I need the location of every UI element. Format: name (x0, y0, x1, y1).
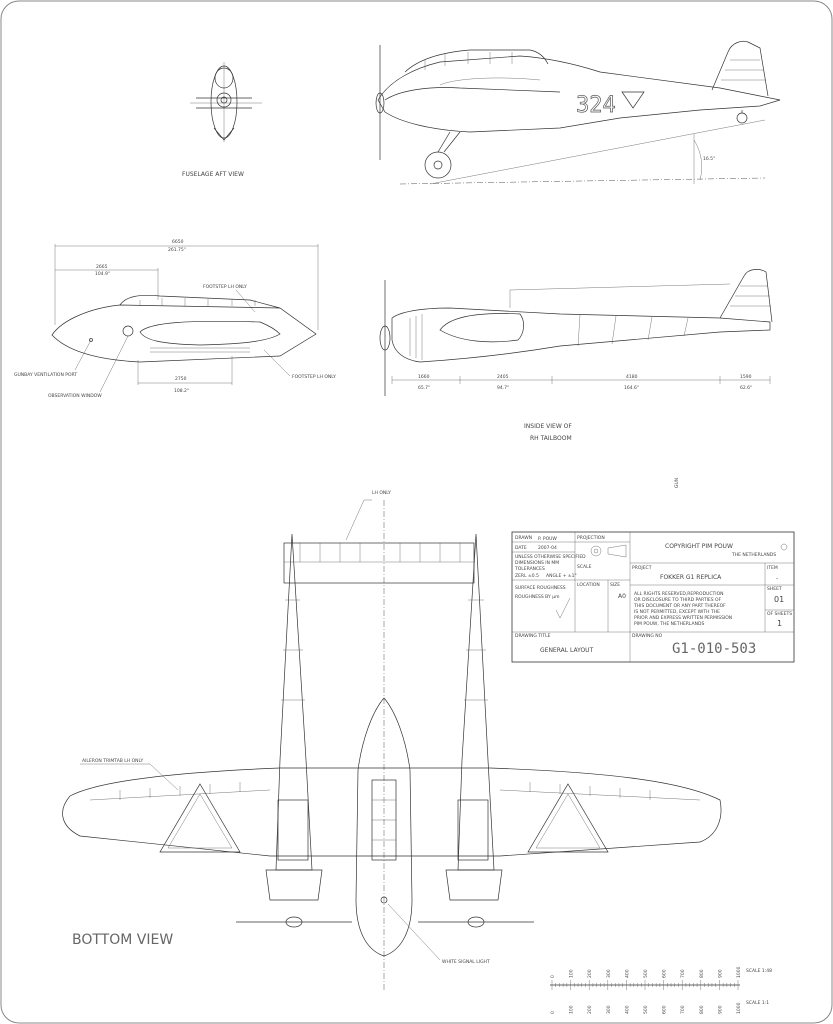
scale-tick-label-upper: 400 (624, 969, 630, 978)
tolerances: TOLERANCES (514, 566, 545, 572)
callout-aileron-trimtab: AILERON TRIMTAB LH ONLY (82, 758, 143, 764)
side-view: 16.5° 324 (375, 40, 781, 185)
callout-lh-only: LH ONLY (372, 490, 391, 496)
tail-number: 324 (576, 93, 616, 118)
of-sheets-label: OF SHEETS (767, 611, 792, 617)
country: THE NETHERLANDS (731, 552, 776, 558)
scale-tick-label-lower: 600 (662, 1005, 668, 1014)
rights-4: IS NOT PERMITTED, EXCEPT WITH THE (634, 609, 720, 615)
bottom-view-title: BOTTOM VIEW (72, 932, 173, 948)
angle-tolerance: ANGLE + ±1° (546, 573, 577, 579)
unless-note: UNLESS OTHERWISE SPECIFIED (515, 554, 586, 560)
dim-overall-in: 261.75" (168, 247, 186, 253)
project-label: PROJECT (632, 565, 652, 571)
rights-2: OR DISCLOSURE TO THIRD PARTIES OF (634, 597, 722, 603)
fuselage-side-view: 6650 261.75" 2665 104.9" 2750 108.2" FOO… (14, 239, 336, 399)
rights-5: PRIOR AND EXPRESS WRITTEN PERMISSION (634, 615, 732, 621)
copyright: COPYRIGHT PIM POUW (665, 543, 733, 550)
rights-1: ALL RIGHTS RESERVED,REPRODUCTION (634, 591, 724, 597)
tailboom-dim-2-mm: 2405 (497, 374, 509, 380)
roughness: ROUGHNESS BY μm (515, 594, 559, 600)
item-value: - (776, 575, 778, 582)
callout-gun-port: GUNBAY VENTILATION PORT (14, 372, 77, 378)
scale-tick-label-lower: 300 (606, 1005, 612, 1014)
tailboom-dim-2-in: 94.7" (497, 385, 509, 391)
drawn-label: DRAWN (515, 535, 532, 541)
scale-tick-label-upper: 0 (550, 975, 556, 978)
surface-label: SURFACE ROUGHNESS (515, 585, 566, 591)
fuselage-aft-view-title: FUSELAGE AFT VIEW (182, 171, 244, 178)
tailboom-side-view: 1660 65.7" 2405 94.7" 4180 164.6" 1590 6… (379, 269, 773, 442)
of-sheets-value: 1 (777, 619, 782, 628)
scale-tick-label-lower: 500 (643, 1005, 649, 1014)
size-value: A0 (618, 593, 626, 600)
scale-tick-label-upper: 900 (717, 969, 723, 978)
tailboom-dim-1-in: 65.7" (418, 385, 430, 391)
callout-observation-window: OBSERVATION WINDOW (48, 393, 102, 399)
title-block: DRAWN P. POUW DATE 2007-04 PROJECTION CO… (511, 531, 795, 663)
callout-white-signal-light: WHITE SIGNAL LIGHT (442, 959, 490, 965)
drawing-no-label: DRAWING NO (632, 633, 663, 639)
callout-footstep-bottom: FOOTSTEP LH ONLY (292, 374, 336, 380)
item-label: ITEM (767, 565, 778, 571)
scale-tick-label-upper: 700 (680, 969, 686, 978)
dim-bottom-mm: 2750 (175, 376, 187, 382)
scale-tick-label-upper: 300 (606, 969, 612, 978)
scale-tick-label-lower: 0 (550, 1011, 556, 1014)
ground-angle-label: 16.5° (703, 156, 715, 162)
tolerance-values: ZERL ±0.5 (515, 573, 539, 579)
projection-label: PROJECTION (577, 535, 605, 541)
dim-overall-mm: 6650 (172, 239, 184, 245)
rights-6: PIM POUW, THE NETHERLANDS (634, 621, 704, 627)
scale-2-label: SCALE 1:1 (746, 1000, 769, 1006)
scale-tick-label-lower: 200 (587, 1005, 593, 1014)
scale-tick-label-upper: 800 (699, 969, 705, 978)
project-name: FOKKER G1 REPLICA (660, 574, 722, 581)
tailboom-dim-1-mm: 1660 (418, 374, 430, 380)
scale-tick-label-lower: 100 (569, 1005, 575, 1014)
scale-tick-label-upper: 100 (569, 969, 575, 978)
scale-1-label: SCALE 1:48 (746, 968, 772, 974)
bottom-view: LH ONLY WHITE SIGNAL LIGHT AILERON TRIMT… (62, 478, 722, 990)
scale-tick-label-upper: 200 (587, 969, 593, 978)
tailboom-dim-4-in: 62.6" (740, 385, 752, 391)
sheet-value: 01 (774, 595, 784, 604)
dim-bottom-in: 108.2" (174, 388, 189, 394)
scale-tick-label-upper: 500 (643, 969, 649, 978)
scale-tick-label-upper: 1000 (736, 966, 742, 978)
drawn-by: P. POUW (538, 536, 557, 542)
scale-tick-label-lower: 800 (699, 1005, 705, 1014)
inside-view-title-2: RH TAILBOOM (530, 435, 572, 442)
inside-view-title-1: INSIDE VIEW OF (524, 423, 572, 430)
date-value: 2007-04 (538, 545, 557, 551)
rights-3: THIS DOCUMENT OR ANY PART THEREOF (633, 603, 726, 609)
scale-tick-label-lower: 900 (717, 1005, 723, 1014)
dims-note: DIMENSIONS IN MM (515, 560, 559, 566)
drawing-title-label: DRAWING TITLE (515, 633, 551, 639)
scale-tick-label-upper: 600 (662, 969, 668, 978)
dim-front-in: 104.9" (95, 271, 110, 277)
drawing-number: G1-010-503 (672, 641, 756, 657)
fuselage-aft-view: FUSELAGE AFT VIEW (182, 62, 262, 178)
scale-tick-label-lower: 400 (624, 1005, 630, 1014)
dim-front-mm: 2665 (96, 264, 108, 270)
tailboom-dim-3-in: 164.6" (624, 385, 639, 391)
date-label: DATE (515, 545, 527, 551)
scale-label: SCALE (577, 564, 592, 570)
drawing-title: GENERAL LAYOUT (540, 647, 594, 654)
tailboom-dim-3-mm: 4180 (626, 374, 638, 380)
scale-tick-label-lower: 1000 (736, 1002, 742, 1014)
tailboom-dim-4-mm: 1590 (740, 374, 752, 380)
sheet-label: SHEET (767, 586, 782, 592)
gun-mark: GUN (674, 478, 680, 488)
size-label: SIZE (610, 582, 620, 588)
callout-footstep-top: FOOTSTEP LH ONLY (203, 284, 247, 290)
scale-bar: SCALE 1:48 SCALE 1:1 0 0 100 100 200 200 300 30… (550, 966, 772, 1014)
scale-tick-label-lower: 700 (680, 1005, 686, 1014)
location-label: LOCATION (577, 582, 600, 588)
